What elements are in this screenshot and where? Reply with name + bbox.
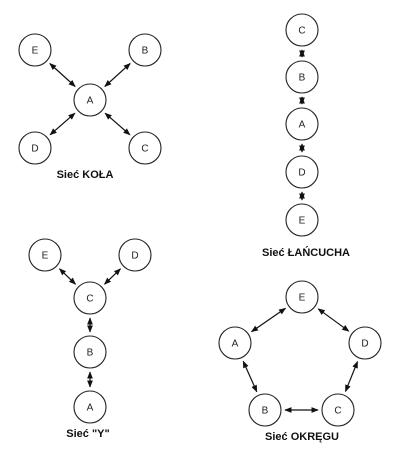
edge-okregu-e-d [317,308,350,332]
edge-okregu-e-a [250,307,287,333]
edge-okregu-d-c [344,360,359,393]
node-label: B [142,46,149,57]
node-circle [73,83,107,117]
node-circle [218,326,252,360]
node-circle [321,393,355,427]
node-label: B [299,73,306,84]
node-circle [248,393,282,427]
edge-kola-a-b [104,63,131,87]
node-lancucha-b: B [285,60,319,94]
node-okregu-e: E [285,280,319,314]
node-lancucha-c: C [285,13,319,47]
node-label: C [86,294,93,305]
node-y-c: C [73,281,107,315]
node-kola-d: D [18,131,52,165]
node-label: A [87,96,94,107]
node-label: D [131,251,138,262]
node-circle [128,131,162,165]
node-okregu-c: C [321,393,355,427]
node-circle [285,280,319,314]
node-okregu-a: A [218,326,252,360]
node-label: B [262,406,269,417]
edge-okregu-a-b [242,360,258,393]
node-label: D [361,339,368,350]
node-kola-c: C [128,131,162,165]
node-label: C [334,406,341,417]
node-label: D [298,168,305,179]
caption-y: Sieć "Y" [66,428,109,440]
node-y-e: E [28,238,62,272]
node-kola-b: B [128,33,162,67]
node-circle [348,326,382,360]
edge-y-d-c [103,268,122,285]
node-circle [285,155,319,189]
node-label: A [299,120,306,131]
node-circle [18,131,52,165]
node-label: C [298,26,305,37]
edge-y-e-c [58,268,77,285]
node-kola-e: E [18,33,52,67]
node-circle [18,33,52,67]
node-label: E [299,216,306,227]
caption-kola: Sieć KOŁA [57,169,114,181]
node-lancucha-d: D [285,155,319,189]
caption-lancucha: Sieć ŁAŃCUCHA [262,246,350,259]
node-circle [285,60,319,94]
node-lancucha-a: A [285,107,319,141]
node-label: A [87,403,94,414]
node-okregu-d: D [348,326,382,360]
node-label: E [42,251,49,262]
node-circle [118,238,152,272]
node-circle [28,238,62,272]
node-y-d: D [118,238,152,272]
caption-okregu: Sieć OKRĘGU [265,431,339,443]
node-y-b: B [73,335,107,369]
node-label: D [31,144,38,155]
node-label: E [299,293,306,304]
node-label: C [141,144,148,155]
node-kola-a: A [73,83,107,117]
node-y-a: A [73,390,107,424]
node-circle [73,335,107,369]
node-label: A [232,339,239,350]
edge-kola-a-e [49,63,76,87]
node-circle [285,13,319,47]
edge-kola-a-d [49,112,76,136]
node-label: B [87,348,94,359]
node-lancucha-e: E [285,203,319,237]
node-circle [128,33,162,67]
node-circle [73,390,107,424]
edge-kola-a-c [104,112,131,136]
node-circle [285,107,319,141]
node-okregu-b: B [248,393,282,427]
node-label: E [32,46,39,57]
node-circle [73,281,107,315]
node-circle [285,203,319,237]
